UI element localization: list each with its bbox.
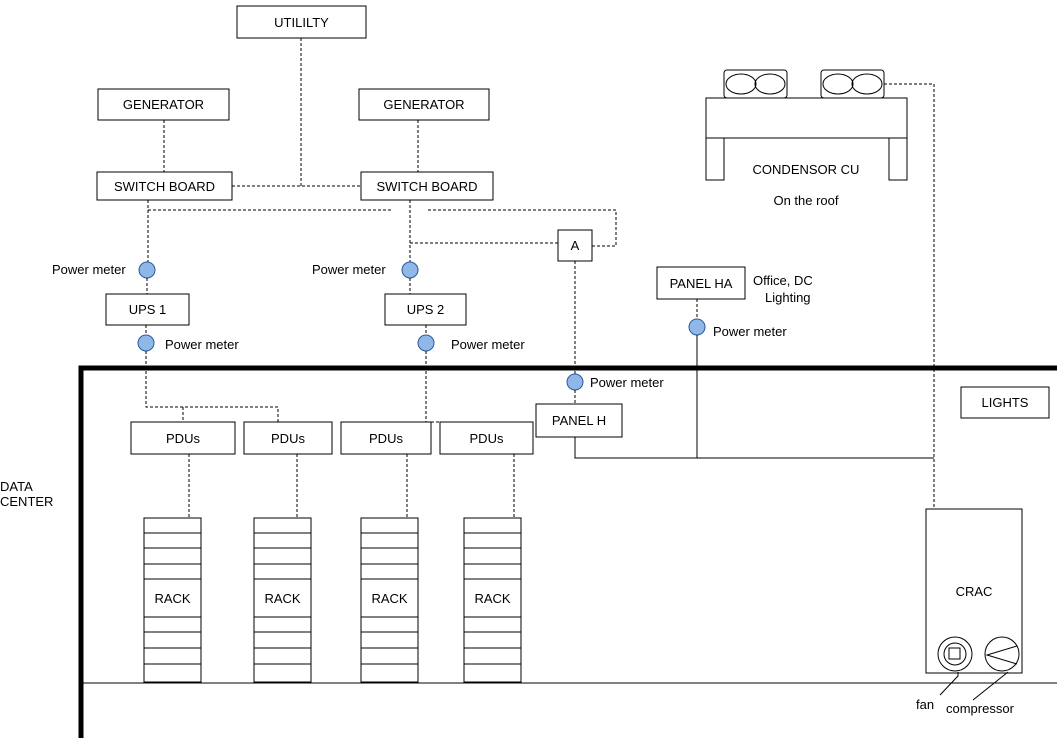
crac-body <box>925 508 1023 674</box>
panel-h-label: PANEL H <box>552 413 606 428</box>
ups1-label: UPS 1 <box>129 302 167 317</box>
refrigerant-line <box>884 83 935 509</box>
utility-box: UTILILTY <box>236 5 367 39</box>
condensor-body <box>705 97 908 139</box>
panel-ha-label: PANEL HA <box>670 276 733 291</box>
crac-label: CRAC <box>956 584 993 599</box>
rack-4: RACK <box>463 517 522 683</box>
ups1-pdu-bus <box>145 351 279 422</box>
ups2-box: UPS 2 <box>384 293 467 326</box>
left-bus-line <box>147 200 392 211</box>
condensor-note: On the roof <box>773 193 838 208</box>
ups2-meter-input: Power meter <box>312 261 419 279</box>
fan-icon <box>725 73 757 95</box>
utility-label: UTILILTY <box>274 15 329 30</box>
rack-label: RACK <box>264 591 300 606</box>
ats-box: A <box>557 229 593 262</box>
compressor-icon <box>984 636 1020 672</box>
pdu-label: PDUs <box>271 431 305 446</box>
panel-ha-note-line2: Lighting <box>765 290 811 305</box>
pdu-label: PDUs <box>166 431 200 446</box>
pdu-3: PDUs <box>340 421 432 455</box>
lights-label: LIGHTS <box>982 395 1029 410</box>
condensor-leg <box>888 137 908 181</box>
pdu-2: PDUs <box>243 421 333 455</box>
rack-label: RACK <box>371 591 407 606</box>
fan-icon <box>851 73 883 95</box>
power-meter-icon <box>688 318 706 336</box>
rack-3: RACK <box>360 517 419 683</box>
rack-2: RACK <box>253 517 312 683</box>
pdu-label: PDUs <box>369 431 403 446</box>
generator-right-box: GENERATOR <box>358 88 490 121</box>
panel-ha-meter: Power meter <box>688 318 787 339</box>
rack-1: RACK <box>143 517 202 683</box>
data-center-wall <box>78 365 1057 738</box>
fan-icon <box>937 636 973 672</box>
fan-icon <box>822 73 854 95</box>
switchboard-right-label: SWITCH BOARD <box>376 179 477 194</box>
lighting-feed-line <box>574 437 934 459</box>
rack-label: RACK <box>154 591 190 606</box>
switchboard-right-box: SWITCH BOARD <box>360 171 494 201</box>
generator-right-label: GENERATOR <box>383 97 464 112</box>
power-meter-icon <box>566 373 584 391</box>
panel-ha-note-line1: Office, DC <box>753 273 813 288</box>
switchboard-left-box: SWITCH BOARD <box>96 171 233 201</box>
ups2-meter-output: Power meter <box>417 334 525 352</box>
fan-label: fan <box>916 697 934 712</box>
pdu-1: PDUs <box>130 421 236 455</box>
rack-label: RACK <box>474 591 510 606</box>
compressor-callout-line <box>972 671 1009 701</box>
crac-unit: CRAC <box>925 508 1023 674</box>
fan-icon <box>754 73 786 95</box>
panel-ha-box: PANEL HA <box>656 266 746 300</box>
fan-callout-line <box>939 672 959 696</box>
power-meter-icon <box>401 261 419 279</box>
ats-bypass-line <box>428 209 617 247</box>
generator-left-label: GENERATOR <box>123 97 204 112</box>
power-meter-label: Power meter <box>165 337 239 352</box>
ups1-meter-input: Power meter <box>52 261 156 279</box>
power-meter-icon <box>417 334 435 352</box>
condensor-leg <box>705 137 725 181</box>
fan-inner-ring <box>943 642 967 666</box>
panel-h-meter: Power meter <box>566 373 664 391</box>
ups1-meter-output: Power meter <box>137 334 239 352</box>
condensor-label: CONDENSOR CU <box>753 162 860 177</box>
switchboard-left-label: SWITCH BOARD <box>114 179 215 194</box>
power-meter-icon <box>137 334 155 352</box>
compressor-label: compressor <box>946 701 1015 716</box>
power-meter-label: Power meter <box>713 324 787 339</box>
ups1-box: UPS 1 <box>105 293 190 326</box>
pdu-label: PDUs <box>470 431 504 446</box>
data-center-label-line1: DATA <box>0 479 33 494</box>
generator-left-box: GENERATOR <box>97 88 230 121</box>
compressor-symbol <box>985 645 1018 665</box>
condensor-unit: CONDENSOR CU On the roof <box>705 69 908 208</box>
fan-hub <box>948 647 961 660</box>
power-meter-icon <box>138 261 156 279</box>
power-meter-label: Power meter <box>52 262 126 277</box>
pdu-4: PDUs <box>439 421 534 455</box>
power-meter-label: Power meter <box>312 262 386 277</box>
panel-h-box: PANEL H <box>535 403 623 438</box>
ats-label: A <box>571 238 580 253</box>
lights-box: LIGHTS <box>960 386 1050 419</box>
ups2-label: UPS 2 <box>407 302 445 317</box>
power-meter-label: Power meter <box>451 337 525 352</box>
data-center-label-line2: CENTER <box>0 494 53 509</box>
power-meter-label: Power meter <box>590 375 664 390</box>
